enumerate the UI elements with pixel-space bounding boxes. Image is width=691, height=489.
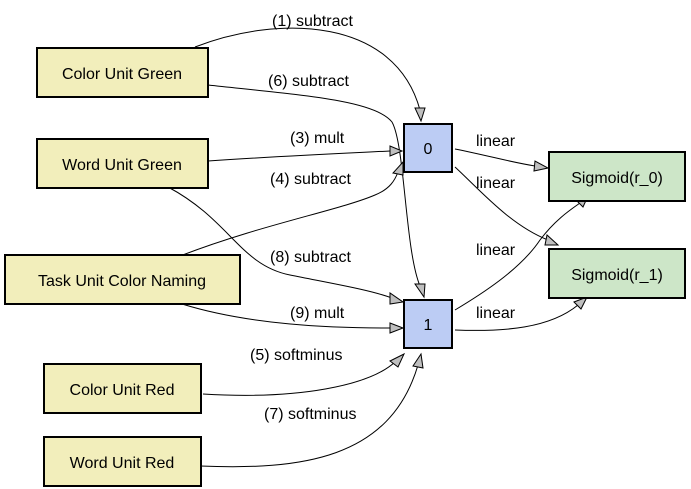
edge-label-9: (9) mult xyxy=(290,305,345,322)
node-label: 0 xyxy=(424,141,433,158)
edge-word-green-to-1 xyxy=(167,186,393,299)
node-box xyxy=(548,248,686,299)
node-box xyxy=(403,123,453,173)
edge-label-1: (1) subtract xyxy=(272,13,353,30)
node-label: Sigmoid(r_1) xyxy=(571,267,663,284)
edge-1-to-sigmoid1 xyxy=(454,304,579,331)
arrowhead-6 xyxy=(414,283,426,299)
arrowhead-lin-11 xyxy=(573,296,589,310)
arrowhead-8 xyxy=(389,292,405,305)
edge-task-to-1 xyxy=(181,303,391,329)
node-label: Sigmoid(r_0) xyxy=(571,170,663,187)
node-sigmoid-r0[interactable]: Sigmoid(r_0) xyxy=(548,151,686,202)
arrowhead-5 xyxy=(389,352,406,368)
edge-label-7: (7) softminus xyxy=(264,406,356,423)
node-label: Word Unit Red xyxy=(70,455,175,472)
node-label: 1 xyxy=(424,317,433,334)
node-hidden-0[interactable]: 0 xyxy=(403,123,453,173)
arrowhead-9 xyxy=(389,322,405,334)
input-nodes: Color Unit Green Word Unit Green Task Un… xyxy=(4,47,241,487)
arrowhead-7 xyxy=(412,352,424,369)
edge-label-4: (4) subtract xyxy=(270,171,351,188)
arrowhead-lin-00 xyxy=(533,160,550,172)
node-label: Color Unit Green xyxy=(62,66,182,83)
edge-label-6: (6) subtract xyxy=(268,73,349,90)
node-box xyxy=(43,363,202,414)
node-label: Color Unit Red xyxy=(70,382,175,399)
node-color-unit-green[interactable]: Color Unit Green xyxy=(36,47,209,98)
arrowhead-4 xyxy=(392,160,404,176)
edge-color-red-to-1 xyxy=(202,361,396,396)
edge-word-green-to-0 xyxy=(207,150,391,162)
node-box xyxy=(4,254,241,305)
output-nodes: Sigmoid(r_0) Sigmoid(r_1) xyxy=(548,151,686,299)
edge-task-to-0 xyxy=(179,171,399,257)
edge-0-to-sigmoid1 xyxy=(454,166,549,241)
arrowhead-lin-01 xyxy=(544,234,560,246)
node-label: Task Unit Color Naming xyxy=(38,273,206,290)
edge-label-linear-01: linear xyxy=(476,175,516,192)
node-box xyxy=(36,138,209,189)
edge-1-to-sigmoid0 xyxy=(454,202,581,311)
node-label: Word Unit Green xyxy=(62,157,182,174)
node-word-unit-green[interactable]: Word Unit Green xyxy=(36,138,209,189)
node-box xyxy=(403,299,453,349)
edge-label-linear-00: linear xyxy=(476,133,516,150)
edges xyxy=(167,27,589,468)
edge-label-3: (3) mult xyxy=(290,130,345,147)
node-hidden-1[interactable]: 1 xyxy=(403,299,453,349)
edge-word-red-to-1 xyxy=(199,364,419,468)
edge-label-8: (8) subtract xyxy=(270,249,351,266)
hidden-nodes: 0 1 xyxy=(403,123,453,349)
node-box xyxy=(548,151,686,202)
edge-label-linear-10: linear xyxy=(476,242,516,259)
edge-color-green-to-0 xyxy=(194,27,421,111)
edge-label-5: (5) softminus xyxy=(250,347,342,364)
node-color-unit-red[interactable]: Color Unit Red xyxy=(43,363,202,414)
edge-label-linear-11: linear xyxy=(476,305,516,322)
edge-color-green-to-1 xyxy=(207,84,421,287)
node-sigmoid-r1[interactable]: Sigmoid(r_1) xyxy=(548,248,686,299)
edge-labels: (1) subtract (6) subtract (3) mult (4) s… xyxy=(250,13,516,423)
node-task-unit-color-naming[interactable]: Task Unit Color Naming xyxy=(4,254,241,305)
node-box xyxy=(36,47,209,98)
arrowhead-3 xyxy=(389,145,404,157)
node-box xyxy=(43,436,202,487)
arrowhead-1 xyxy=(414,107,426,123)
edge-0-to-sigmoid0 xyxy=(454,148,536,167)
node-word-unit-red[interactable]: Word Unit Red xyxy=(43,436,202,487)
